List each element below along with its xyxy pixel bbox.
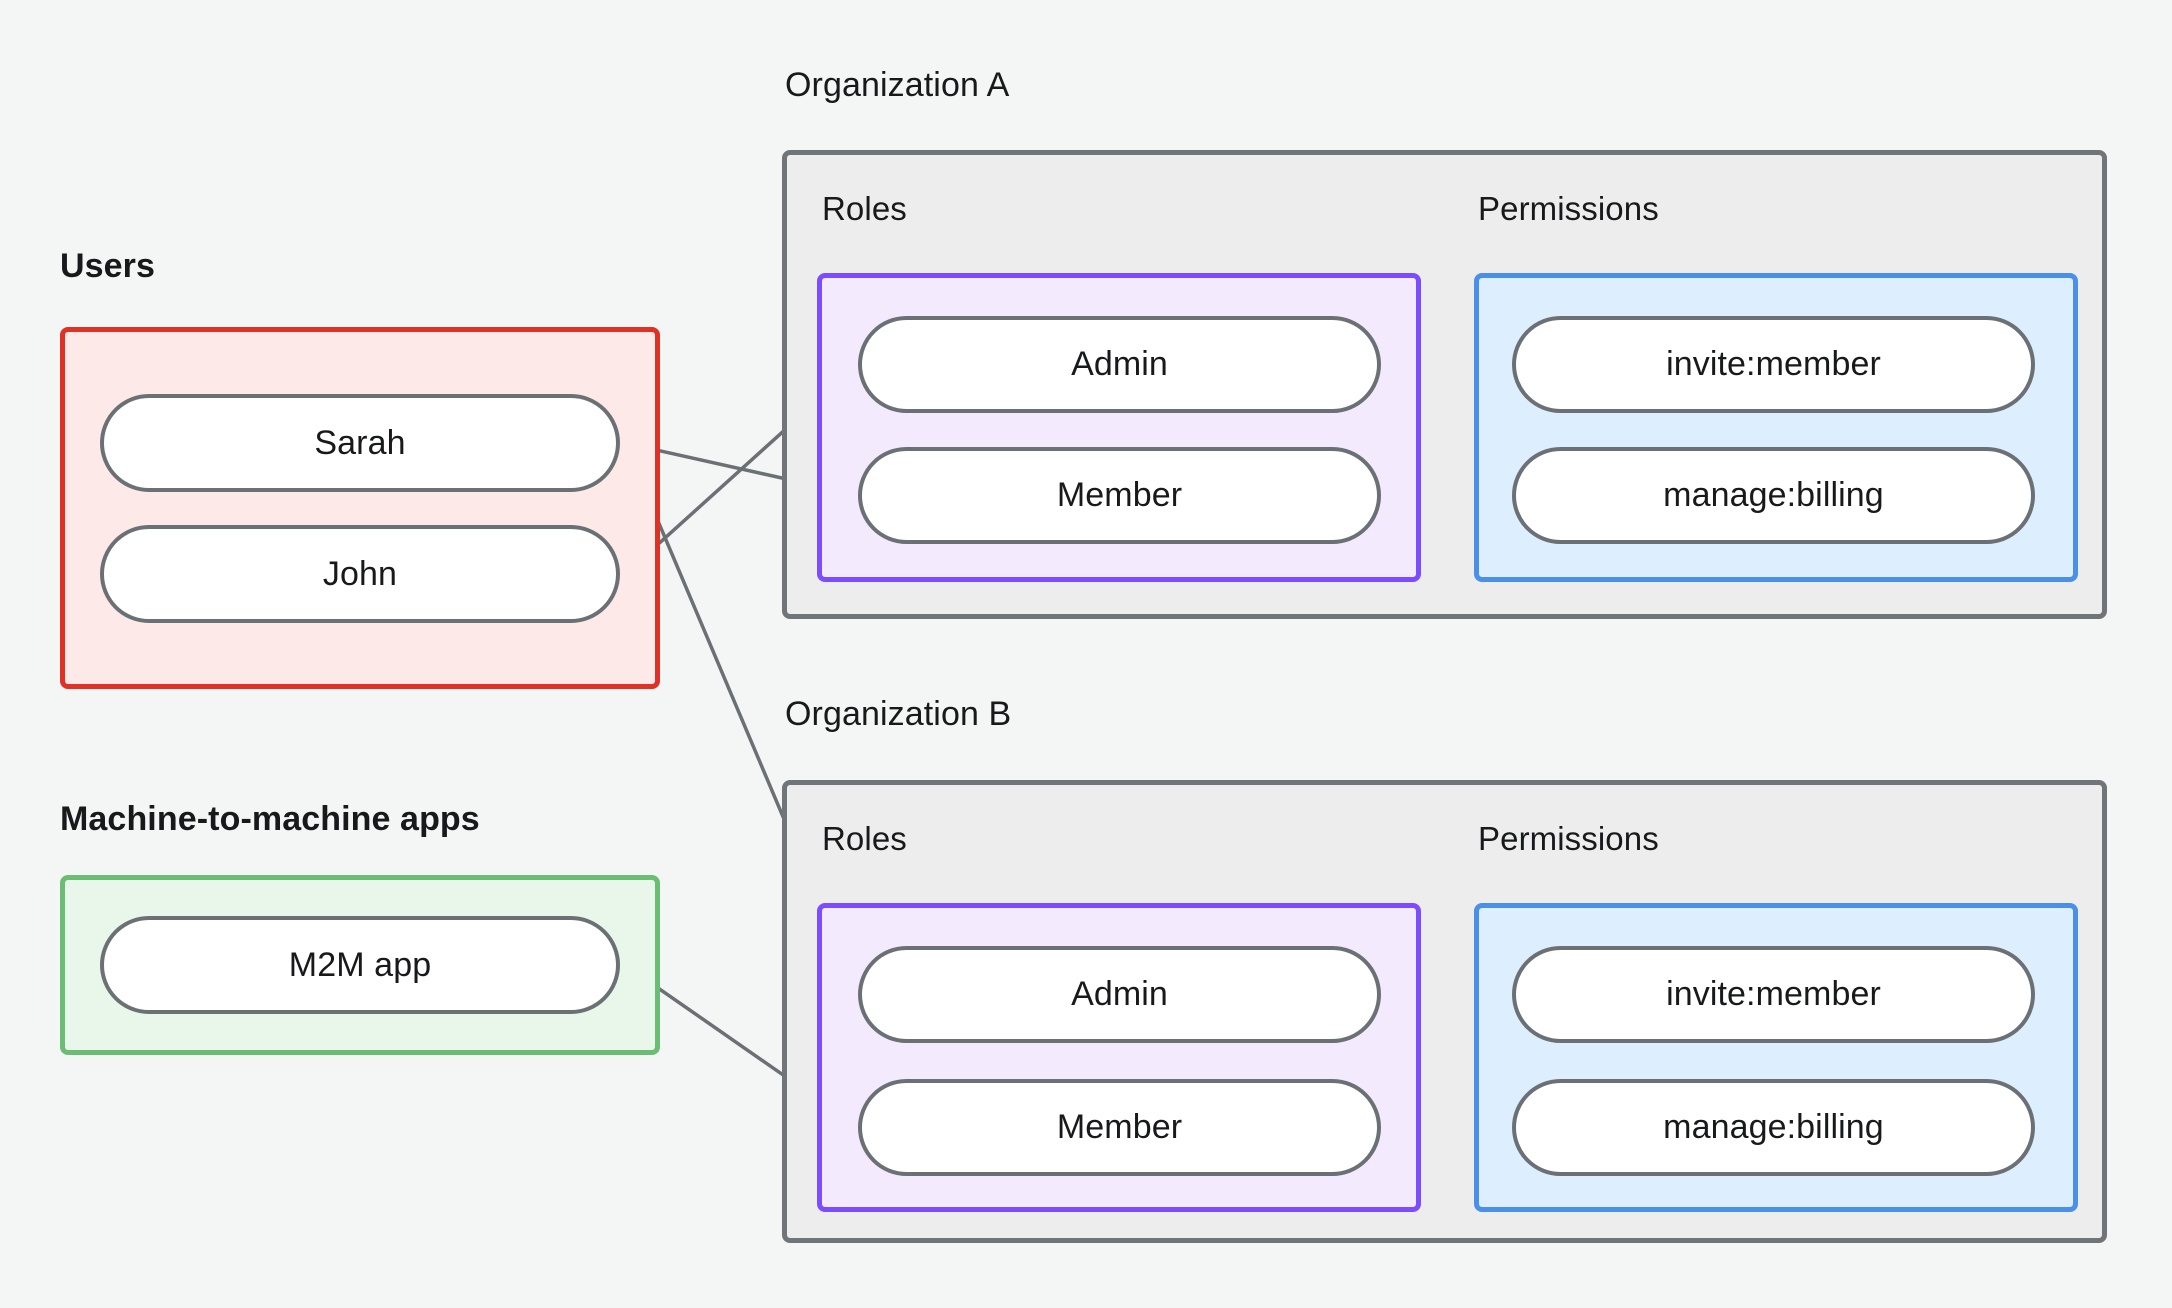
org-b-permission-invite-member[interactable]: invite:member	[1512, 946, 2035, 1043]
org-a-permissions-label: Permissions	[1478, 190, 1659, 227]
org-a-label: Organization A	[785, 66, 1010, 104]
users-group-label: Users	[60, 247, 156, 285]
org-b-role-admin[interactable]: Admin	[858, 946, 1381, 1043]
org-a-permission-invite-member[interactable]: invite:member	[1512, 316, 2035, 413]
user-node-john[interactable]: John	[100, 525, 620, 623]
org-a-roles-label: Roles	[822, 190, 907, 227]
m2m-group-label: Machine-to-machine apps	[60, 800, 480, 838]
org-b-permissions-label: Permissions	[1478, 820, 1659, 857]
org-b-label: Organization B	[785, 695, 1012, 733]
org-a-role-member[interactable]: Member	[858, 447, 1381, 544]
m2m-node-app[interactable]: M2M app	[100, 916, 620, 1014]
users-container	[60, 327, 660, 689]
org-b-permission-manage-billing[interactable]: manage:billing	[1512, 1079, 2035, 1176]
org-a-permission-manage-billing[interactable]: manage:billing	[1512, 447, 2035, 544]
org-b-roles-label: Roles	[822, 820, 907, 857]
user-node-sarah[interactable]: Sarah	[100, 394, 620, 492]
org-b-role-member[interactable]: Member	[858, 1079, 1381, 1176]
org-a-role-admin[interactable]: Admin	[858, 316, 1381, 413]
